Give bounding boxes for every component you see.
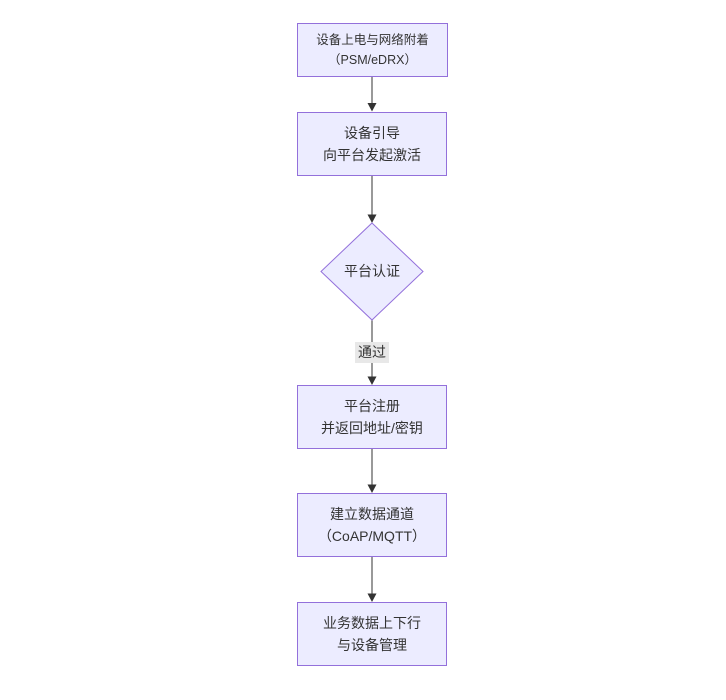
node-label-line: 建立数据通道 [330,506,414,522]
node-label-line: 业务数据上下行 [323,615,421,631]
node-business-data: 业务数据上下行 与设备管理 [297,602,447,666]
arrowhead-icon [367,103,377,112]
node-label-line: （CoAP/MQTT） [317,528,427,544]
node-power-network-attach: 设备上电与网络附着 （PSM/eDRX） [297,23,448,77]
node-label-line: 设备上电与网络附着 [316,33,429,47]
edge-label-pass: 通过 [355,342,389,363]
node-data-channel: 建立数据通道 （CoAP/MQTT） [297,493,447,557]
node-label-line: 设备引导 [344,125,400,141]
decision-diamond-shape [320,222,424,321]
arrowhead-icon [367,593,377,602]
arrowhead-icon [367,484,377,493]
arrowhead-icon [367,214,377,223]
node-label-line: 并返回地址/密钥 [321,420,423,436]
node-platform-register: 平台注册 并返回地址/密钥 [297,385,447,449]
node-device-bootstrap: 设备引导 向平台发起激活 [297,112,447,176]
node-label-line: 平台注册 [344,398,400,414]
node-label-line: 向平台发起激活 [323,147,421,163]
node-label-line: （PSM/eDRX） [328,53,417,67]
node-label-line: 平台认证 [344,263,400,279]
arrowhead-icon [367,376,377,385]
decision-platform-auth: 平台认证 [322,262,422,281]
node-label-line: 与设备管理 [337,637,407,653]
